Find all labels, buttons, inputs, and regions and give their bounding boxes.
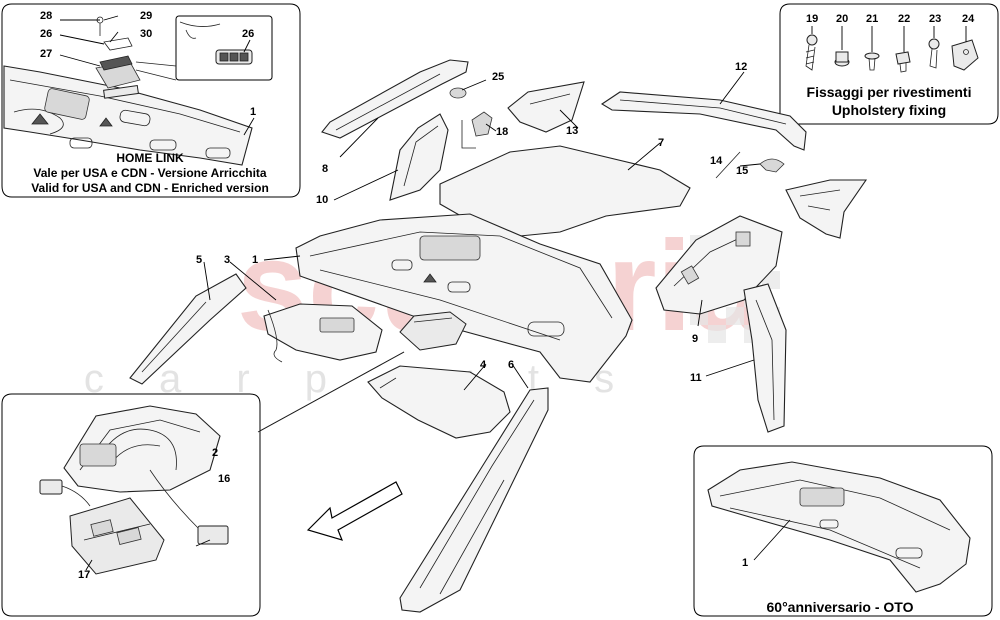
callout-9: 9 (692, 333, 698, 345)
callout-12: 12 (735, 61, 747, 73)
fixings-inset-frame (779, 3, 999, 125)
part-4-sun-visor (367, 365, 511, 439)
dome-light-inset: 2 16 17 (1, 393, 261, 617)
home-link-inset: 28 26 27 29 30 26 1 HOME LINK Vale per U… (1, 3, 301, 198)
clip-22-icon (895, 51, 911, 73)
callout-10: 10 (316, 194, 328, 206)
callout-1-inset: 1 (250, 106, 256, 118)
home-link-line1: Vale per USA e CDN - Versione Arricchita (33, 166, 267, 180)
front-direction-arrow (306, 481, 403, 541)
part-15-clip (759, 158, 785, 173)
callout-16: 16 (218, 473, 230, 485)
screw-23-icon (928, 38, 940, 69)
callout-8: 8 (322, 163, 328, 175)
callout-17: 17 (78, 569, 90, 581)
part-12-rail (600, 91, 807, 151)
fixings-inset: 19 20 21 22 23 24 Fissaggi per rivestime… (779, 3, 999, 125)
callout-27: 27 (40, 48, 52, 60)
callout-26: 26 (40, 28, 52, 40)
callout-3: 3 (224, 254, 230, 266)
part-6-b-pillar (399, 387, 549, 613)
clip-21-icon (864, 52, 880, 71)
callout-20: 20 (836, 13, 848, 25)
inset-link-line (257, 351, 405, 433)
callout-22: 22 (898, 13, 910, 25)
callout-15: 15 (736, 165, 748, 177)
callout-24: 24 (962, 13, 975, 25)
fixing-caption-en: Upholstery fixing (832, 102, 946, 118)
callout-6: 6 (508, 359, 514, 371)
screw-19-icon (805, 34, 818, 71)
callout-30: 30 (140, 28, 152, 40)
callout-1-oto: 1 (742, 557, 748, 569)
inset-headliner-oto (707, 461, 971, 593)
part-25-cap (449, 87, 467, 99)
home-link-line2: Valid for USA and CDN - Enriched version (31, 181, 269, 195)
callout-28: 28 (40, 10, 52, 22)
fixing-caption-it: Fissaggi per rivestimenti (807, 84, 972, 100)
bracket-24-icon (951, 39, 979, 71)
inset-control-module (69, 497, 165, 575)
part-18-clip (471, 111, 493, 137)
callout-26-zoom: 26 (242, 28, 254, 40)
callout-18: 18 (496, 126, 508, 138)
callout-7: 7 (658, 137, 664, 149)
callout-14: 14 (710, 155, 723, 167)
callout-21: 21 (866, 13, 878, 25)
part-11-trim (743, 283, 787, 433)
part-5-a-pillar (129, 273, 247, 385)
part-13-bracket (507, 81, 585, 133)
grommet-20-icon (834, 51, 850, 67)
callout-1: 1 (252, 254, 258, 266)
part-10-pillar-panel (389, 113, 449, 201)
callout-4: 4 (480, 359, 487, 371)
anniversary-caption: 60°anniversario - OTO (767, 599, 914, 615)
callout-11: 11 (690, 372, 702, 384)
part-8-pillar-trim (321, 59, 469, 139)
inset-connector-16 (197, 525, 229, 545)
home-link-title: HOME LINK (116, 151, 184, 165)
callout-5: 5 (196, 254, 202, 266)
callout-2: 2 (212, 447, 218, 459)
callout-23: 23 (929, 13, 941, 25)
callout-19: 19 (806, 13, 818, 25)
callout-25: 25 (492, 71, 504, 83)
anniversary-inset: 1 60°anniversario - OTO (693, 445, 993, 617)
inset-dome-housing (63, 405, 221, 493)
callout-29: 29 (140, 10, 152, 22)
callout-13: 13 (566, 125, 578, 137)
